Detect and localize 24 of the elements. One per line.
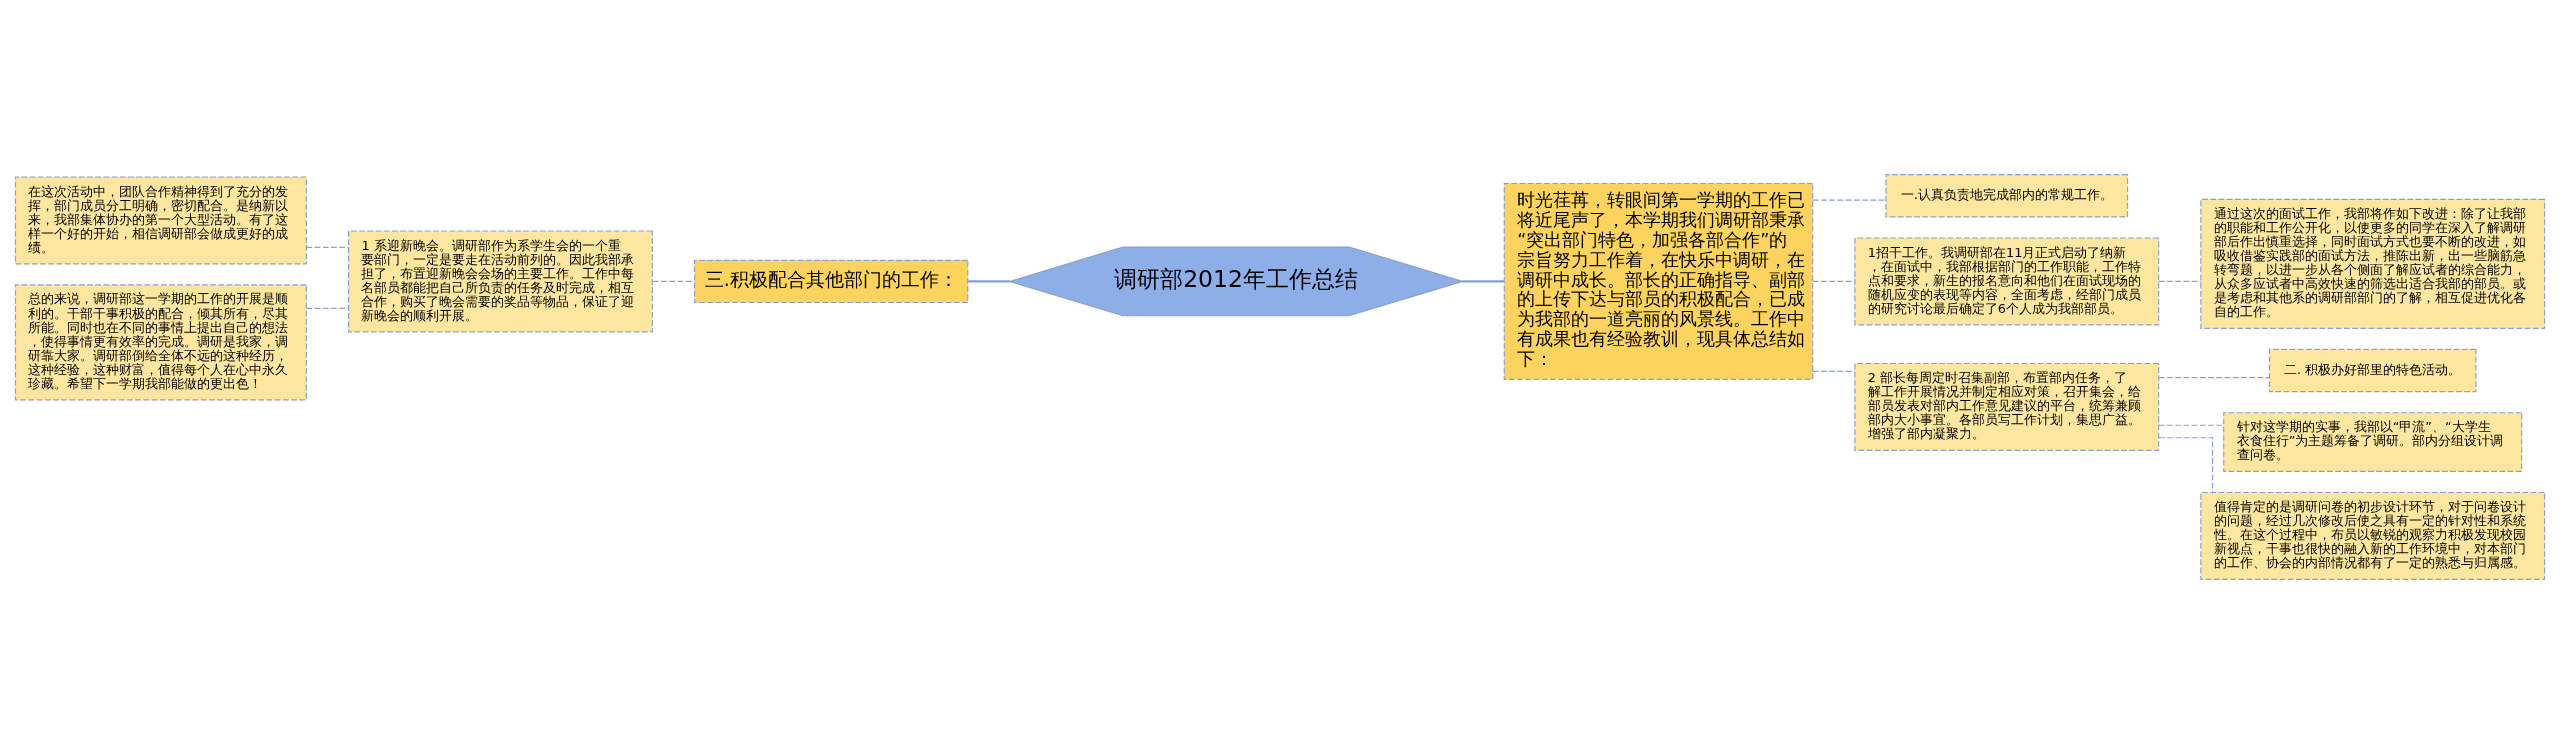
node-box: 三.积极配合其他部门的工作：	[693, 259, 969, 303]
connector	[2158, 436, 2214, 493]
node-box: 通过这次的面试工作，我部将作如下改进：除了让我部的职能和工作公开化，以使更多的同学在深入了解调研部后作出慎重选择，同时面试方式也要不断的改进，如吸收借鉴实践部的面试方法，推陈出新，出一些脑筋急转弯题，以进一步从各个侧面了解应试者的综合能力，从众多应试者中高效快速的筛选出适合我部的部员。或是考虑和其他系的调研部部门的了解，相互促进优化各自的工作。	[2200, 198, 2546, 329]
node-box: 一.认真负责地完成部内的常规工作。	[1885, 173, 2129, 217]
connector	[652, 280, 695, 282]
node-box: 针对这学期的实事，我部以“甲流”、“大学生衣食住行”为主题筹备了调研。部内分组设计调查问卷。	[2223, 411, 2523, 472]
connector	[1812, 280, 1855, 282]
node-box: 2 部长每周定时召集副部，布置部内任务，了解工作开展情况并制定相应对策，召开集会，给部员发表对部内工作意见建议的平台，统筹兼顾部内大小事宜。各部员写工作计划，集思广益。增强了部内凝聚力。	[1854, 362, 2160, 451]
connector	[1812, 199, 1887, 201]
connector	[305, 246, 349, 248]
connector	[2158, 376, 2270, 378]
node-box: 1 系迎新晚会。调研部作为系学生会的一个重要部门，一定是要走在活动前列的。因此我部承担了，布置迎新晚会会场的主要工作。工作中每名部员都能把自己所负责的任务及时完成，相互合作，购买了晚会需要的奖品等物品，保证了迎新晚会的顺利开展。	[347, 229, 653, 332]
connector	[2158, 280, 2202, 282]
node-box: 1招干工作。我调研部在11月正式启动了纳新，在面试中，我部根据部门的工作职能，工作特点和要求，新生的报名意向和他们在面试现场的随机应变的表现等内容，全面考虑，经部门成员的研究讨论最后确定了6个人成为我部部员。	[1854, 236, 2160, 325]
node-box: 时光荏苒，转眼间第一学期的工作已将近尾声了，本学期我们调研部秉承“突出部门特色，加强各部合作”的宗旨努力工作着，在快乐中调研，在调研中成长。部长的正确指导、副部的上传下达与部员的积极配合，已成为我部的一道亮丽的风景线。工作中有成果也有经验教训，现具体总结如下：	[1503, 182, 1814, 380]
node-box: 在这次活动中，团队合作精神得到了充分的发挥，部门成员分工明确，密切配合。是纳新以来，我部集体协办的第一个大型活动。有了这样一个好的开始，相信调研部会做成更好的成绩。	[14, 175, 307, 264]
node-box: 值得肯定的是调研问卷的初步设计环节，对于问卷设计的问题，经过几次修改后使之具有一定的针对性和系统性。在这个过程中，布员以敏锐的观察力积极发现校园新视点，干事也很快的融入新的工作环境中，对本部门的工作、协会的内部情况都有了一定的熟悉与归属感。	[2200, 491, 2546, 580]
connector	[2158, 424, 2225, 426]
connector	[1462, 279, 1504, 283]
connector	[968, 279, 1010, 283]
connector	[1812, 370, 1855, 372]
connector	[305, 307, 349, 309]
node-box: 二. 积极办好部里的特色活动。	[2268, 348, 2477, 392]
node-box: 总的来说，调研部这一学期的工作的开展是顺利的。干部干事积极的配合，倾其所有，尽其所能。同时也在不同的事情上提出自己的想法，使得事情更有效率的完成。调研是我家，调研靠大家。调研部倒给全体不远的这种经历，这种经验，这种财富，值得每个人在心中永久珍藏。希望下一学期我部能做的更出色！	[14, 283, 307, 400]
